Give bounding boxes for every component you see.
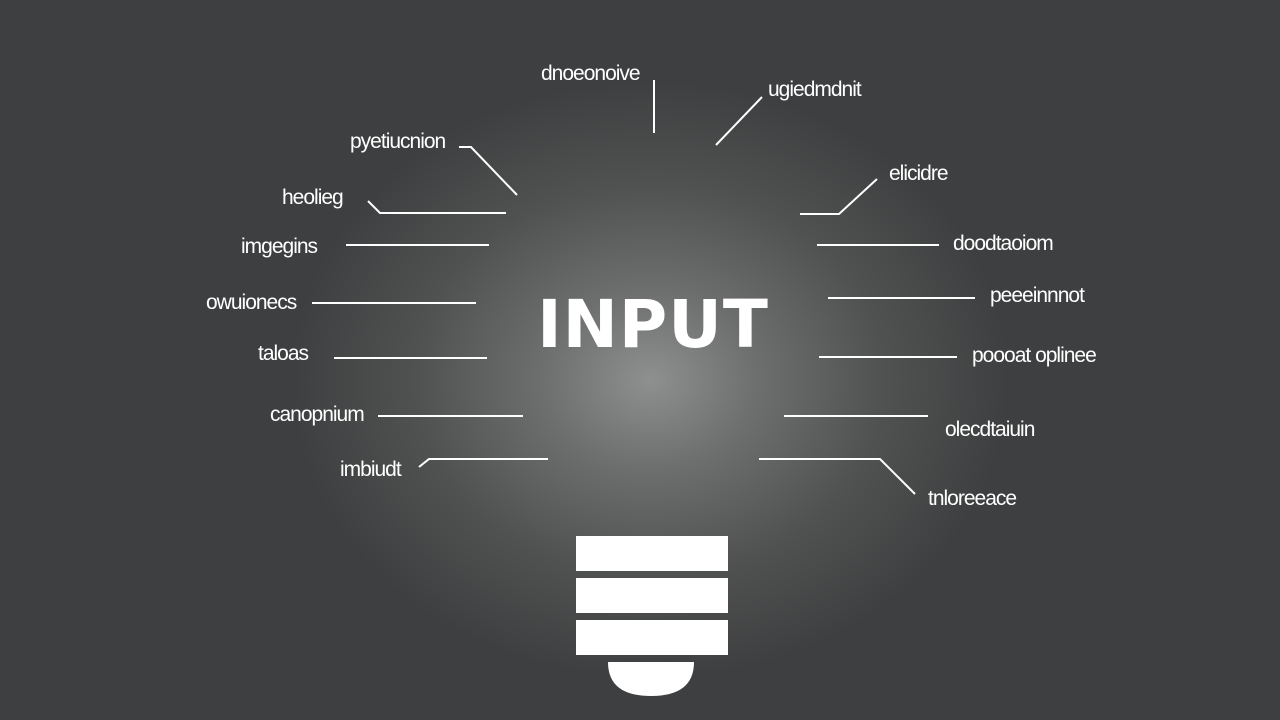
label-right-5: olecdtaiuin [945,418,1035,441]
bulb-ring-1 [576,536,728,571]
lightbulb-base-icon [576,536,728,696]
label-upper-left: pyetiucnion [350,130,446,153]
bulb-tip [608,662,694,696]
label-left-4: taloas [258,342,309,365]
center-title: INPUT [537,286,769,363]
connector-right-1 [800,178,878,215]
label-left-2: imgegins [241,235,318,258]
label-right-6: tnloreeace [928,487,1017,510]
connector-right-6 [759,458,916,495]
label-left-1: heolieg [282,186,344,209]
label-left-5: canopnium [270,403,365,426]
bulb-ring-2 [576,578,728,613]
label-right-4: poooat oplinee [972,344,1097,367]
label-right-2: doodtaoiom [953,232,1054,255]
label-right-1: elicidre [889,162,949,185]
bulb-ring-3 [576,620,728,655]
label-left-3: owuionecs [206,291,297,314]
connector-upper-left [459,146,518,196]
connector-top-right [715,96,763,146]
connector-left-6 [418,458,548,468]
label-right-3: peeeinnnot [990,284,1085,307]
label-left-6: imbiudt [340,458,402,481]
connector-left-1 [367,200,506,214]
label-top-center: dnoeonoive [541,62,641,85]
label-top-right: ugiedmdnit [768,78,862,101]
